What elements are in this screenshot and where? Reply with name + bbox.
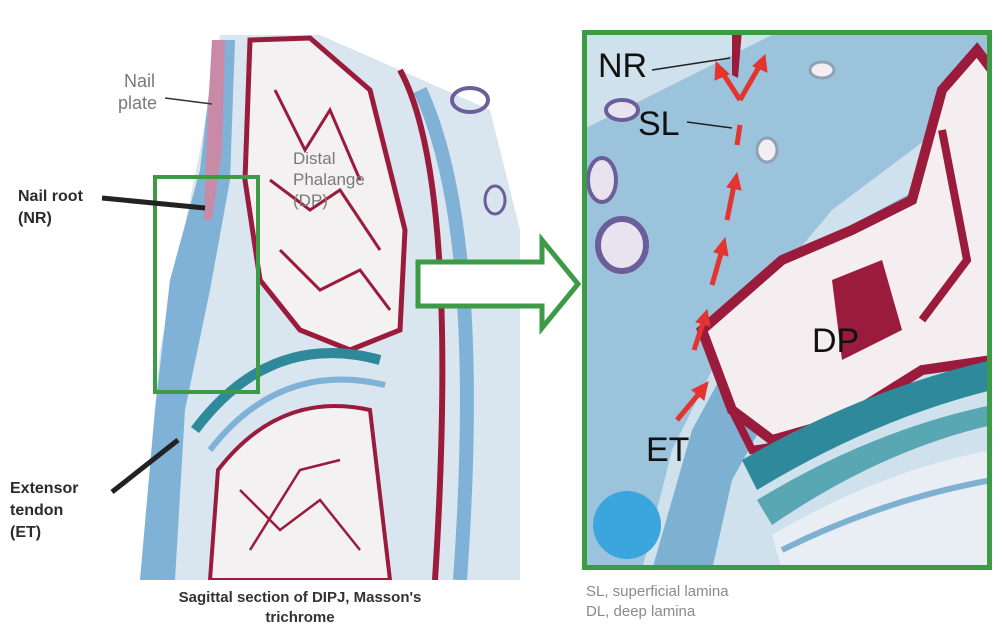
distal-phalange-label: Distal Phalange (DP): [293, 149, 365, 210]
figure-caption: Sagittal section of DIPJ, Masson's trich…: [178, 589, 422, 626]
abbreviation-legend: SL, superficial lamina DL, deep lamina: [586, 583, 729, 620]
extensor-tendon-leader: [110, 438, 180, 494]
joint-cartilage: [191, 348, 382, 434]
sl-label: SL: [638, 105, 680, 143]
distal-phalange-bone: [242, 35, 408, 353]
nail-root-leader: [101, 195, 206, 211]
nail-plate-leader: [164, 97, 213, 105]
dp-label: DP: [812, 322, 860, 360]
superficial-lamina-arrows: [675, 53, 768, 422]
zoom-arrow: [415, 232, 582, 336]
nail-plate-label: Nail plate: [118, 71, 158, 113]
distal-phalange-bone-zoom: [696, 42, 992, 446]
zoom-selection-box: [153, 175, 260, 394]
extensor-tendon-label: Extensor tendon (ET): [10, 480, 79, 541]
nail-root-label: Nail root (NR): [18, 188, 83, 227]
histology-zoom-image: [582, 30, 992, 570]
nr-label: NR: [598, 47, 648, 85]
blue-marker-disc: [593, 491, 661, 559]
zoom-frame: [582, 30, 992, 570]
middle-phalange-bone: [207, 404, 393, 580]
cartilage-band-zoom: [742, 360, 992, 490]
et-label: ET: [646, 431, 690, 469]
